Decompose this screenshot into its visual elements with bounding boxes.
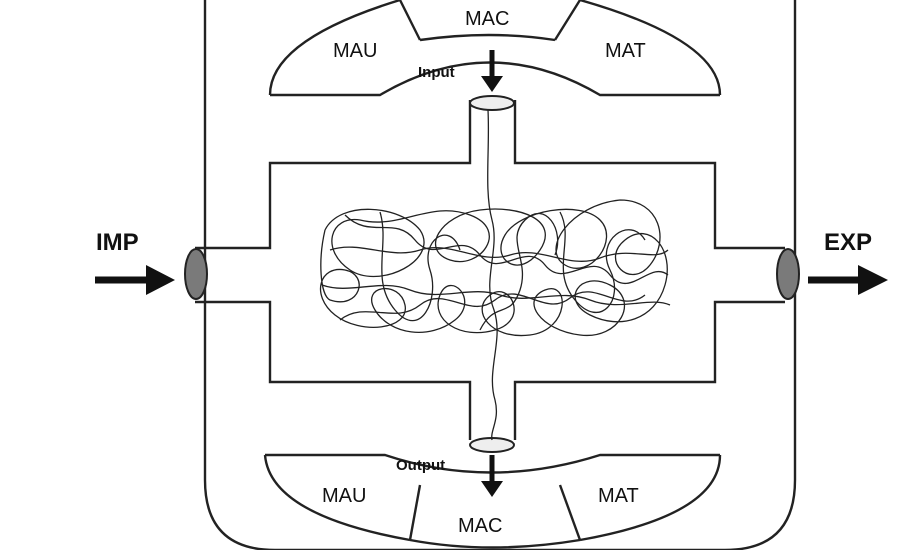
input-label: Input — [418, 64, 455, 81]
top-mau-label: MAU — [333, 40, 377, 62]
left-port — [184, 248, 208, 300]
imp-label: IMP — [96, 229, 139, 256]
inner-channel — [195, 100, 785, 440]
right-port — [776, 248, 800, 300]
imp-arrow-icon — [95, 265, 175, 295]
outer-container — [203, 0, 797, 550]
top-mat-label: MAT — [605, 40, 646, 62]
input-arrow-icon — [481, 50, 503, 92]
output-pipe — [469, 437, 515, 453]
bottom-mau-label: MAU — [322, 485, 366, 507]
exp-arrow-icon — [808, 265, 888, 295]
bottom-mac-label: MAC — [458, 515, 502, 537]
top-mac-label: MAC — [465, 8, 509, 30]
output-arrow-icon — [481, 455, 503, 497]
tangled-mesh — [319, 109, 671, 441]
exp-label: EXP — [824, 229, 872, 256]
output-label: Output — [396, 457, 445, 474]
input-pipe — [469, 95, 515, 111]
bottom-mat-label: MAT — [598, 485, 639, 507]
